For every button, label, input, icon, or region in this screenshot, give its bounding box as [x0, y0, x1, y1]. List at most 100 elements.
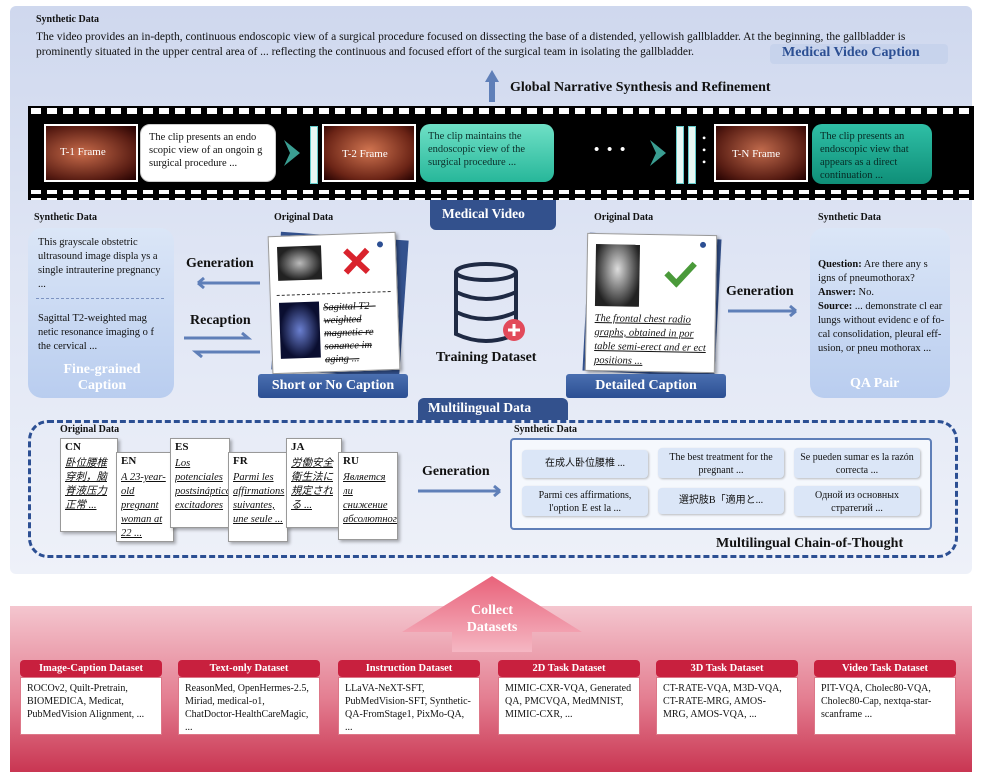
multilingual-original-label: Original Data — [60, 424, 120, 435]
right-arrow-icon — [418, 484, 501, 498]
source-text: ... demonstrate cl ear lungs without evi… — [818, 301, 945, 354]
bullet-dot — [376, 241, 384, 248]
qa-pair-card — [810, 228, 950, 398]
dataset-title: 3D Task Dataset — [656, 660, 798, 677]
left-synthetic-label: Synthetic Data — [34, 212, 98, 223]
right-original-label: Original Data — [594, 212, 654, 223]
frame-label-n: T-N Frame — [732, 148, 781, 160]
question-text: Are there any s igns of pneumothorax? — [818, 259, 928, 284]
right-generation-label: Generation — [726, 284, 794, 299]
left-generation-label: Generation — [186, 256, 254, 271]
collect-datasets-label: Collect Datasets — [466, 603, 518, 635]
video-frame-1: T-1 Frame — [44, 124, 138, 182]
dataset-list: LLaVA-NeXT-SFT, PubMedVision-SFT, Synthe… — [338, 677, 480, 735]
doc-en: EN A 23-year-old pregnant woman at 22 ..… — [116, 452, 174, 542]
synthetic-data-label: Synthetic Data — [36, 14, 100, 25]
dataset-title: Text-only Dataset — [178, 660, 320, 677]
global-step-label: Global Narrative Synthesis and Refinemen… — [510, 80, 771, 95]
frame-label-1: T-1 Frame — [60, 146, 106, 158]
medical-video-label: Medical Video — [442, 206, 525, 221]
detailed-caption-banner: Detailed Caption — [566, 374, 726, 398]
answer-label: Answer: — [818, 287, 856, 298]
short-caption-text: Sagittal T2 -weighted magnetic re sonanc… — [322, 300, 376, 366]
bidirectional-arrow-icon — [184, 332, 260, 358]
film-perforations — [28, 106, 974, 200]
medical-video-tab-bg — [430, 200, 556, 230]
dataset-list: MIMIC-CXR-VQA, Generated QA, PMCVQA, Med… — [498, 677, 640, 735]
doc-lang: RU — [343, 455, 359, 467]
qa-question: Question: Are there any s igns of pneumo… — [818, 258, 946, 286]
doc-ja: JA 労働安全衛生法に規定される ... — [286, 438, 342, 528]
qa-pair-title: QA Pair — [850, 376, 900, 391]
doc-text: A 23-year-old pregnant woman at 22 ... — [121, 472, 166, 539]
cot-chip: The best treatment for the pregnant ... — [658, 448, 784, 478]
video-frame-2: T-2 Frame — [322, 124, 416, 182]
cot-title: Multilingual Chain-of-Thought — [716, 536, 904, 551]
qa-source: Source: ... demonstrate cl ear lungs wit… — [818, 300, 946, 356]
collect-arrow-icon — [402, 576, 582, 652]
left-synthetic-text-2: Sagittal T2-weighted mag netic resonance… — [38, 313, 155, 352]
multilingual-tab: Multilingual Data — [428, 400, 532, 415]
recaption-label: Recaption — [190, 313, 251, 328]
up-arrow-icon — [485, 70, 499, 102]
video-caption-badge: Medical Video Caption — [782, 45, 920, 60]
cot-chip: 選択肢B「適用と... — [658, 488, 784, 514]
short-caption-document: Sagittal T2 -weighted magnetic re sonanc… — [267, 231, 401, 375]
multilingual-synthetic-label: Synthetic Data — [514, 424, 578, 435]
doc-text: 労働安全衛生法に規定される ... — [291, 458, 333, 511]
dataset-list: ROCOv2, Quilt-Pretrain, BIOMEDICA, Medic… — [20, 677, 162, 735]
dataset-title: Instruction Dataset — [338, 660, 480, 677]
left-arrow-icon — [197, 276, 260, 290]
fine-grained-caption-title: Fine-grained Caption — [63, 362, 141, 393]
database-icon — [454, 262, 525, 343]
bullet-dot — [699, 241, 707, 248]
multilingual-frame — [28, 420, 958, 558]
dataset-card-instruction: Instruction Dataset LLaVA-NeXT-SFT, PubM… — [338, 660, 480, 735]
detailed-caption-document: The frontal chest radio graphs, obtained… — [584, 232, 718, 374]
doc-lang: CN — [65, 441, 81, 453]
qa-answer: Answer: No. — [818, 286, 946, 300]
dataset-title: 2D Task Dataset — [498, 660, 640, 677]
dataset-title: Image-Caption Dataset — [20, 660, 162, 677]
cot-chip: 在成人卧位腰椎 ... — [522, 450, 648, 478]
cot-chip: Se pueden sumar es la razón correcta ... — [794, 448, 920, 478]
clip-divider — [310, 126, 318, 184]
answer-text: No. — [855, 287, 875, 298]
short-caption-banner: Short or No Caption — [258, 374, 408, 398]
clip-caption-1: The clip presents an endo scopic view of… — [140, 124, 276, 182]
right-synthetic-label: Synthetic Data — [818, 212, 882, 223]
doc-divider — [276, 291, 391, 296]
doc-lang: JA — [291, 441, 305, 453]
cot-chip: Одной из основных стратегий ... — [794, 486, 920, 516]
video-caption-badge-bg — [770, 44, 948, 64]
doc-cn: CN 卧位腰椎穿刺，脑脊液压力正常 ... — [60, 438, 118, 532]
chevron-right-icon — [284, 140, 300, 166]
doc-ru: RU Является ли снижение абсолютного ... — [338, 452, 398, 540]
doc-lang: ES — [175, 441, 189, 453]
ultrasound-thumbnail — [277, 245, 323, 281]
checkmark-icon — [664, 261, 697, 288]
detailed-caption-text: The frontal chest radio graphs, obtained… — [593, 313, 706, 367]
doc-text: Los potenciales postsinápticos excitador… — [175, 458, 229, 511]
dataset-card-2d-task: 2D Task Dataset MIMIC-CXR-VQA, Generated… — [498, 660, 640, 735]
dataset-title: Video Task Dataset — [814, 660, 956, 677]
left-original-label: Original Data — [274, 212, 334, 223]
clip-divider — [688, 126, 696, 184]
cross-icon — [343, 247, 370, 275]
chevron-right-icon — [650, 140, 666, 166]
clip-caption-2: The clip maintains the endoscopic view o… — [420, 124, 554, 182]
clip-divider — [676, 126, 684, 184]
doc-lang: EN — [121, 455, 137, 467]
dataset-card-video-task: Video Task Dataset PIT-VQA, Cholec80-VQA… — [814, 660, 956, 735]
multilingual-tab-bg — [418, 398, 568, 420]
video-caption-text: The video provides an in-depth, continuo… — [36, 31, 906, 58]
dataset-list: PIT-VQA, Cholec80-VQA, Cholec80-Cap, nex… — [814, 677, 956, 735]
dataset-list: CT-RATE-VQA, M3D-VQA, CT-RATE-MRG, AMOS-… — [656, 677, 798, 735]
doc-text: Parmi les affirmations suivantes, une se… — [233, 472, 285, 525]
training-dataset-label: Training Dataset — [436, 350, 537, 365]
doc-lang: FR — [233, 455, 248, 467]
dashed-divider — [36, 298, 164, 299]
frame-label-2: T-2 Frame — [342, 148, 388, 160]
dataset-card-text-only: Text-only Dataset ReasonMed, OpenHermes-… — [178, 660, 320, 735]
source-label: Source: — [818, 301, 853, 312]
